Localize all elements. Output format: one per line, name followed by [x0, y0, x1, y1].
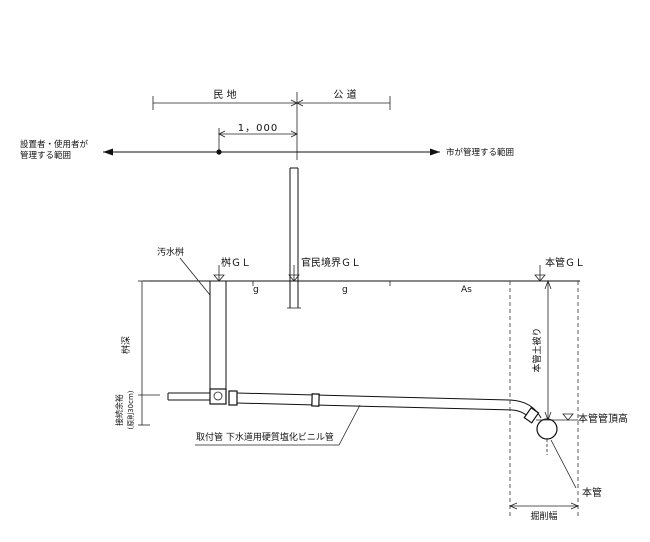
gl-marker-basin: [213, 265, 225, 282]
basin-gl-label: 桝ＧＬ: [221, 256, 251, 269]
connection-margin-label-2: (原則30cm): [126, 390, 135, 429]
management-range-arrow: [103, 148, 440, 156]
city-range-label: 市が管理する範囲: [446, 147, 514, 158]
gl-marker-boundary: [288, 265, 300, 282]
surface-g-label-1: g: [253, 285, 259, 295]
surface-as-label: As: [461, 285, 472, 295]
connection-margin-dimension: [138, 395, 150, 426]
main-pipe: [536, 418, 558, 455]
boundary-gl-label: 官民境界ＧＬ: [301, 256, 361, 269]
lateral-pipe-leader: [338, 404, 361, 446]
main-pipe-leader: [550, 439, 577, 489]
main-top-label: 本管管頂高: [578, 412, 628, 425]
main-gl-label: 本管ＧＬ: [545, 256, 585, 269]
lateral-pipe: [167, 388, 542, 424]
owner-range-label-1: 設置者・使用者が: [20, 139, 89, 150]
boundary-post: [287, 167, 301, 309]
public-road-label: 公 道: [333, 88, 356, 101]
surface-g-label-2: g: [342, 285, 348, 295]
main-cover-label: 本管土被り: [531, 327, 543, 372]
sewage-basin-label: 汚水桝: [157, 246, 184, 258]
lateral-pipe-label: 取付管 下水道用硬質塩化ビニル管: [196, 431, 334, 443]
basin-depth-dimension: [138, 280, 160, 396]
distance-dimension: [218, 114, 298, 160]
connection-margin-label-1: 接続余裕: [114, 394, 124, 426]
owner-range-label-2: 管理する範囲: [20, 150, 71, 161]
gl-marker-main: [534, 265, 546, 282]
main-cover-dimension: [544, 279, 552, 422]
trench-outline: [509, 281, 579, 516]
main-top-marker: [536, 413, 578, 421]
sewage-basin-riser: [209, 281, 227, 391]
main-pipe-label: 本管: [582, 486, 602, 499]
sewage-basin-leader: [179, 257, 211, 296]
distance-label: 1，000: [238, 123, 278, 134]
zone-divider: [152, 92, 391, 114]
trench-width-label: 掘削幅: [530, 510, 557, 522]
basin-depth-label: 桝深: [120, 336, 132, 354]
trench-width-dimension: [508, 502, 580, 510]
private-land-label: 民 地: [213, 88, 236, 101]
